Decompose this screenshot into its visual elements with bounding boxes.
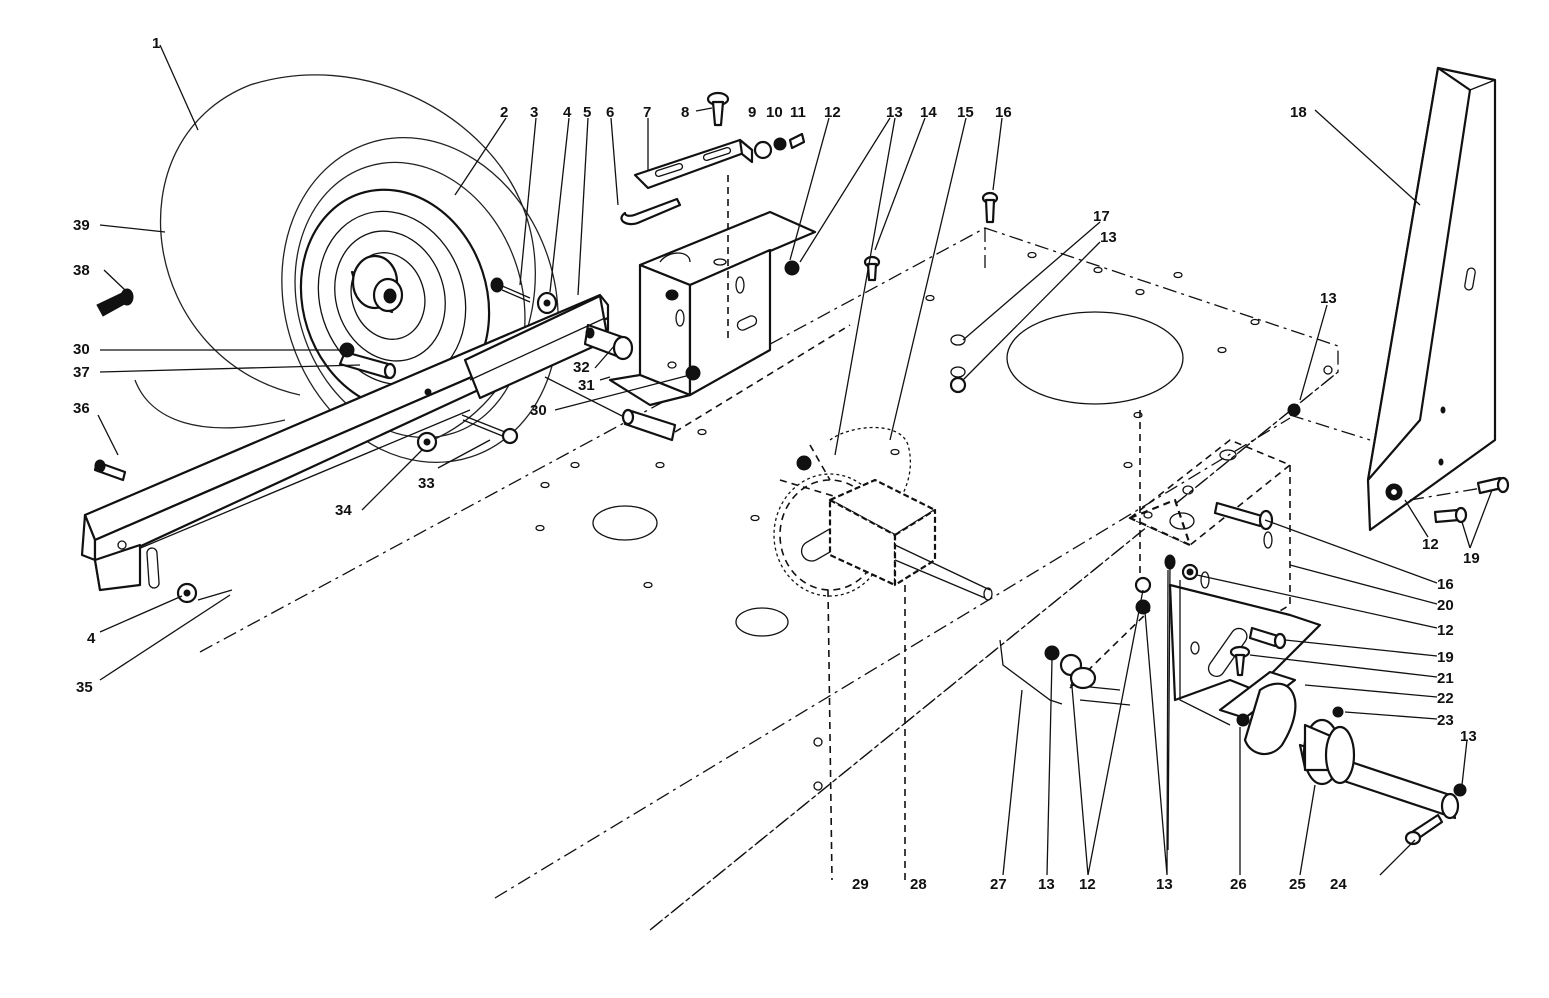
callout-4: 4	[87, 630, 96, 647]
callout-27: 27	[990, 876, 1007, 893]
callout-11: 11	[790, 104, 806, 121]
callout-13: 13	[886, 104, 903, 121]
support-bracket	[608, 175, 817, 407]
callout-3: 3	[530, 104, 538, 121]
callout-33: 33	[418, 475, 435, 492]
callout-6: 6	[606, 104, 614, 121]
callout-4: 4	[563, 104, 572, 121]
callout-14: 14	[920, 104, 937, 121]
carriage-bolt	[706, 91, 730, 127]
callout-12: 12	[1422, 536, 1439, 553]
rail-bolt-washer	[490, 277, 558, 315]
callout-1: 1	[152, 35, 160, 52]
side-guard-panel	[1289, 66, 1501, 532]
callout-19: 19	[1437, 649, 1454, 666]
sprocket-nut	[796, 455, 812, 471]
bearing-bracket	[1168, 580, 1322, 756]
spacer-rod	[338, 350, 397, 380]
valve-stem	[96, 288, 134, 317]
callout-36: 36	[73, 400, 90, 417]
callout-17: 17	[1093, 208, 1110, 225]
callout-29: 29	[852, 876, 869, 893]
callout-26: 26	[1230, 876, 1247, 893]
callout-28: 28	[910, 876, 927, 893]
callout-38: 38	[73, 262, 90, 279]
callout-23: 23	[1437, 712, 1454, 729]
frame-bolt-spacer-pin	[93, 414, 519, 482]
callout-18: 18	[1290, 104, 1307, 121]
pivot-pin	[544, 324, 851, 442]
adjustment-plate	[633, 138, 754, 190]
callout-numbers: 1 2 3 4 5 6 7 8 9 10 11 12 13 14 15 16 1…	[73, 35, 1480, 893]
callout-13: 13	[1320, 290, 1337, 307]
callout-5: 5	[583, 104, 591, 121]
bracket-bolts	[1213, 501, 1287, 677]
callout-12: 12	[1079, 876, 1096, 893]
callout-30: 30	[530, 402, 547, 419]
callout-16: 16	[995, 104, 1012, 121]
hex-nut	[339, 342, 355, 358]
callout-34: 34	[335, 502, 352, 519]
callout-13: 13	[1156, 876, 1173, 893]
callout-30: 30	[73, 341, 90, 358]
leader-lines	[97, 44, 1493, 876]
lower-washer-pin	[176, 582, 233, 604]
callout-10: 10	[766, 104, 783, 121]
callout-24: 24	[1330, 876, 1347, 893]
callout-20: 20	[1437, 597, 1454, 614]
callout-22: 22	[1437, 690, 1454, 707]
pto-shaft-pulley	[1298, 706, 1467, 846]
callout-19: 19	[1463, 550, 1480, 567]
callout-32: 32	[573, 359, 590, 376]
callout-15: 15	[957, 104, 974, 121]
callout-9: 9	[748, 104, 756, 121]
callout-13: 13	[1038, 876, 1055, 893]
axle-frame-rail	[80, 293, 610, 592]
callout-2: 2	[500, 104, 508, 121]
callout-12: 12	[824, 104, 841, 121]
bracket-nut	[784, 260, 800, 276]
washer-nut-spring	[753, 132, 806, 160]
callout-12: 12	[1437, 622, 1454, 639]
callout-7: 7	[643, 104, 651, 121]
bracket-nut-lower	[685, 365, 701, 381]
callout-16: 16	[1437, 576, 1454, 593]
guard-bolts	[1287, 403, 1510, 524]
gearbox	[828, 478, 993, 880]
rod-nut-washer	[1044, 645, 1097, 690]
callout-8: 8	[681, 104, 689, 121]
callout-31: 31	[578, 377, 595, 394]
callout-37: 37	[73, 364, 90, 381]
callout-35: 35	[76, 679, 93, 696]
callout-13: 13	[1100, 229, 1117, 246]
lock-washer-nut	[949, 334, 967, 394]
callout-39: 39	[73, 217, 90, 234]
callout-21: 21	[1437, 670, 1454, 687]
frame-bolts-top	[863, 191, 999, 282]
spacer-bushing	[583, 323, 634, 361]
callout-13: 13	[1460, 728, 1477, 745]
callout-25: 25	[1289, 876, 1306, 893]
cotter-pin	[620, 197, 682, 226]
